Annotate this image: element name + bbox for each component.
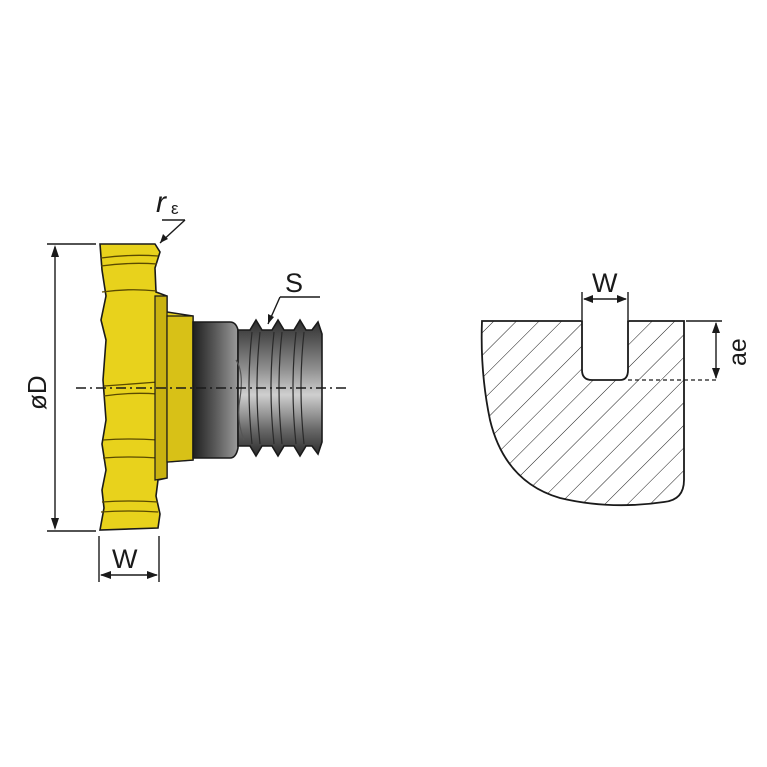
insert-width-dimension bbox=[98, 536, 160, 582]
depth-of-cut-dimension bbox=[686, 320, 722, 379]
insert-tooth-edges bbox=[100, 254, 159, 513]
diameter-label: øD bbox=[22, 375, 52, 410]
slot-width-dimension bbox=[581, 292, 629, 320]
corner-radius-symbol: r bbox=[156, 186, 167, 219]
insert-hub-step bbox=[166, 315, 194, 463]
depth-of-cut-label: ae bbox=[724, 338, 752, 366]
workpiece-section: W ae bbox=[480, 268, 752, 507]
slot-width-label: W bbox=[592, 268, 618, 298]
diameter-dimension bbox=[47, 243, 96, 532]
thread-label: S bbox=[285, 268, 303, 298]
corner-radius-subscript: ε bbox=[171, 199, 179, 218]
milling-insert-assembly: r ε S øD W bbox=[22, 186, 350, 582]
insert-width-label: W bbox=[112, 544, 138, 574]
corner-radius-leader bbox=[159, 219, 186, 244]
shank-body bbox=[192, 321, 239, 459]
workpiece-body bbox=[480, 320, 685, 507]
thread-leader bbox=[267, 296, 320, 325]
